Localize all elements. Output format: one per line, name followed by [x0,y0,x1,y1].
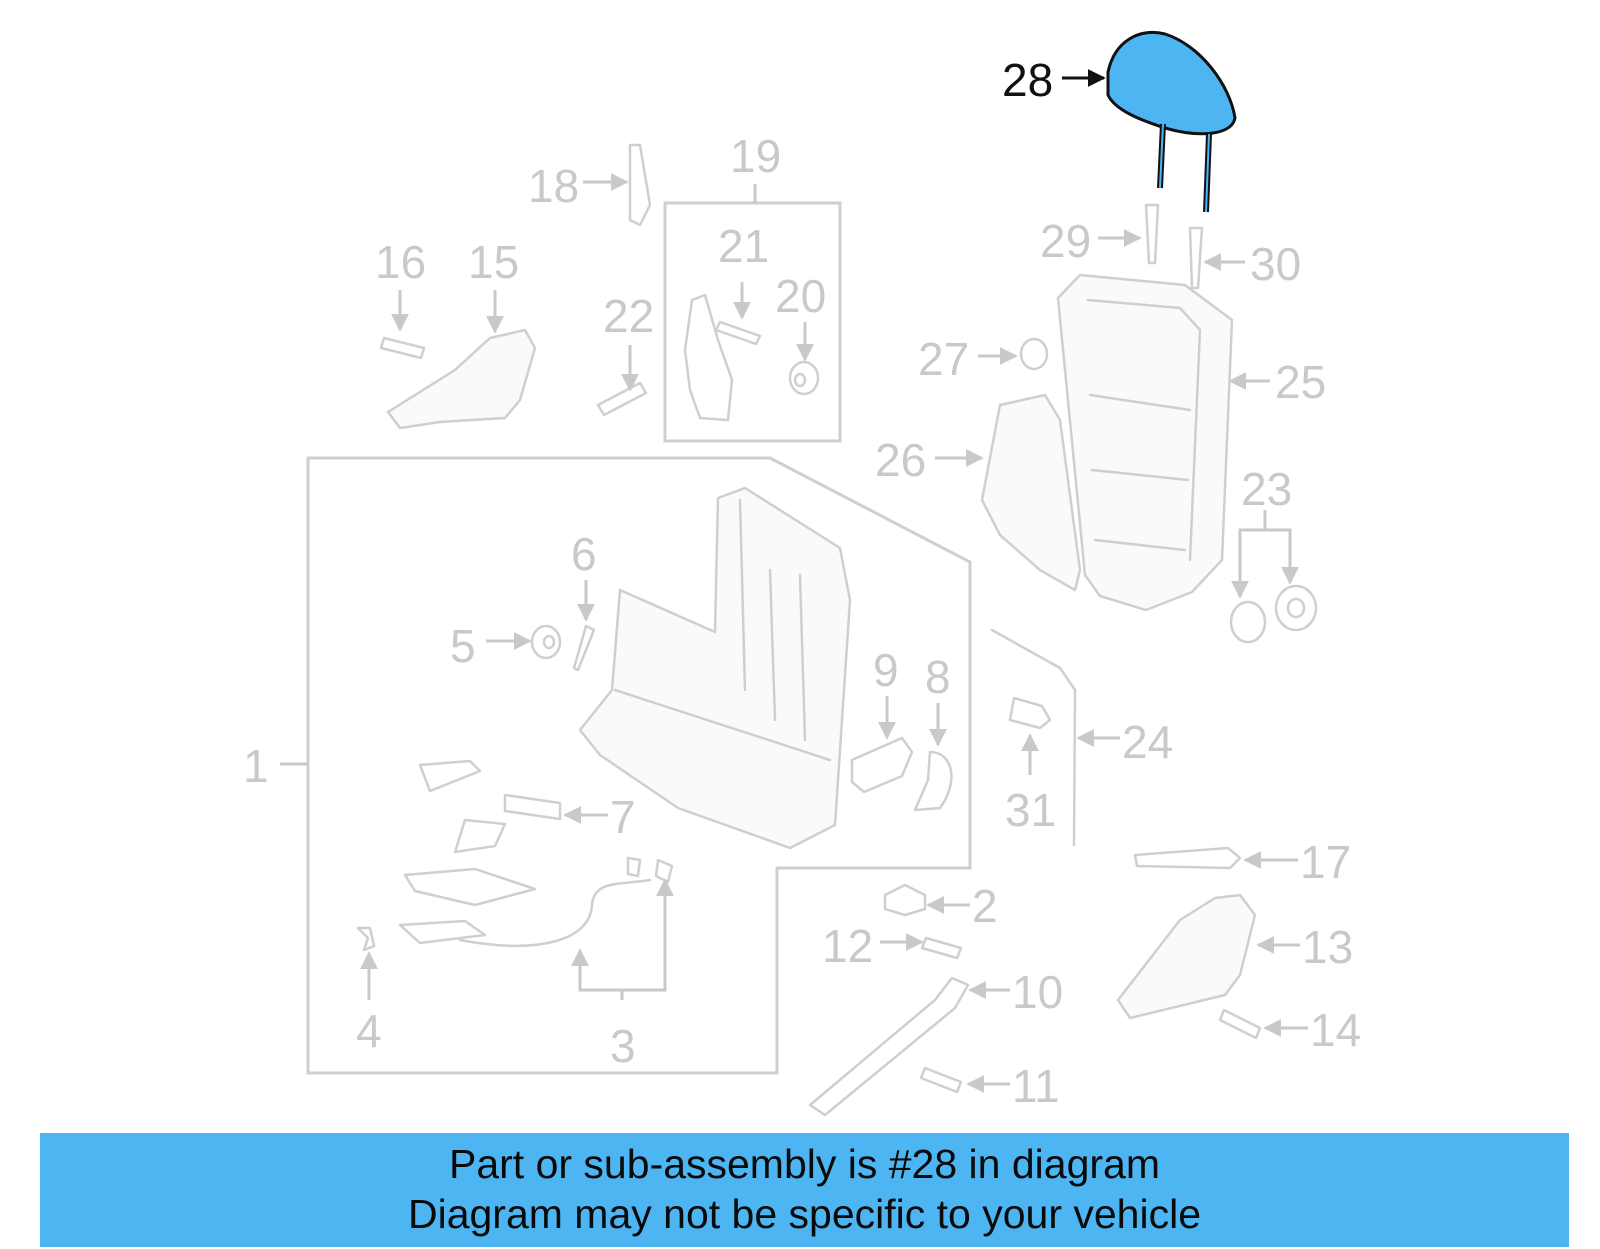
callout-18[interactable]: 18 [528,160,579,212]
part-26-seat-back-panel[interactable] [980,393,1082,592]
callout-29[interactable]: 29 [1040,215,1091,267]
part-1-seat-frame[interactable] [578,486,852,850]
callout-7[interactable]: 7 [610,791,636,843]
callout-12[interactable]: 12 [822,920,873,972]
part-17-trim[interactable] [1133,846,1242,870]
part-6-pin[interactable] [572,624,596,672]
part-16-bolt[interactable] [379,336,426,360]
part-14-bolt[interactable] [1218,1008,1262,1040]
callout-19[interactable]: 19 [730,130,781,182]
callout-22[interactable]: 22 [603,290,654,342]
callout-2[interactable]: 2 [972,880,998,932]
part-29-guide[interactable] [1144,203,1160,265]
part-19-latch[interactable] [683,293,734,422]
part-22-bolt[interactable] [596,381,648,417]
callout-11[interactable]: 11 [1012,1060,1060,1112]
part-3-cable[interactable] [458,878,652,947]
part-30-guide[interactable] [1188,226,1204,290]
callout-14[interactable]: 14 [1310,1004,1361,1056]
part-11-bolt[interactable] [919,1066,963,1094]
part-20-bushing[interactable] [788,360,820,396]
callout-30[interactable]: 30 [1250,238,1301,290]
assembly-1-box [306,456,972,1075]
part-27-grommet[interactable] [1019,337,1049,371]
callout-25[interactable]: 25 [1275,356,1326,408]
callout-1[interactable]: 1 [243,740,269,792]
part-13-cover[interactable] [1116,893,1257,1020]
callout-3[interactable]: 3 [610,1020,636,1072]
part-7-lever[interactable] [503,793,562,821]
banner-line-2: Diagram may not be specific to your vehi… [407,1191,1201,1237]
part-12-bolt[interactable] [920,936,963,960]
callout-31[interactable]: 31 [1005,784,1056,836]
part-31-clip[interactable] [1008,696,1052,730]
part-recliner-brackets [398,759,537,945]
part-18-bracket[interactable] [628,143,652,227]
callout-8[interactable]: 8 [925,651,951,703]
assembly-19-box [663,201,842,443]
callout-20[interactable]: 20 [775,270,826,322]
part-2-nut[interactable] [883,883,927,917]
part-9-cap[interactable] [850,736,914,794]
part-25-seat-back[interactable] [1056,273,1234,612]
callout-15[interactable]: 15 [468,236,519,288]
part-23-cap-b[interactable] [1274,584,1318,632]
callout-4[interactable]: 4 [356,1005,382,1057]
info-banner: Part or sub-assembly is #28 in diagram D… [40,1133,1569,1247]
part-21-spring[interactable] [714,320,762,346]
callout-9[interactable]: 9 [873,644,899,696]
callout-24[interactable]: 24 [1122,716,1173,768]
part-8-cover[interactable] [913,750,953,812]
callout-17[interactable]: 17 [1300,836,1351,888]
callout-27[interactable]: 27 [918,333,969,385]
callout-26[interactable]: 26 [875,434,926,486]
part-15-cover[interactable] [386,328,537,430]
callout-23[interactable]: 23 [1241,463,1292,515]
callout-13[interactable]: 13 [1302,921,1353,973]
callout-6[interactable]: 6 [571,528,597,580]
part-23-cap-a[interactable] [1229,600,1267,644]
part-24-trim-strip[interactable] [990,628,1077,847]
callout-16[interactable]: 16 [375,236,426,288]
callout-5[interactable]: 5 [450,620,476,672]
part-4-clip[interactable] [356,926,376,952]
callout-28[interactable]: 28 [1002,54,1053,106]
callout-21[interactable]: 21 [718,220,769,272]
callout-10[interactable]: 10 [1012,966,1063,1018]
part-10-rod[interactable] [808,976,970,1117]
banner-line-1: Part or sub-assembly is #28 in diagram [449,1141,1160,1187]
part-28-headrest[interactable] [1106,31,1237,213]
part-5-bushing[interactable] [530,624,562,660]
